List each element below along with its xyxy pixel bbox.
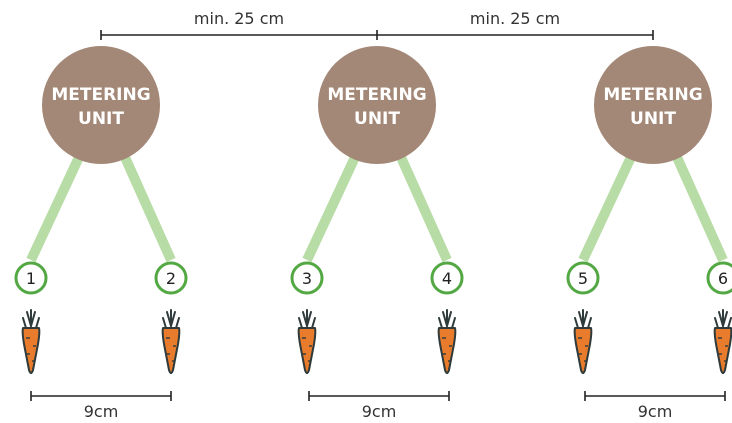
node-number: 1: [26, 269, 36, 288]
node-6: 6: [706, 261, 732, 295]
metering-unit-label-line-1: METERING: [51, 85, 150, 105]
connector-unit-1-node-1: [26, 152, 85, 263]
carrot-icon: [21, 309, 41, 374]
node-3: 3: [290, 261, 324, 295]
metering-unit-3: METERING UNIT: [594, 46, 712, 164]
connector-unit-3-node-6: [671, 152, 728, 263]
carrot-icon: [573, 309, 593, 374]
connector-unit-2-node-3: [302, 152, 361, 263]
pair-dimension-1: 9cm: [30, 391, 172, 421]
carrot-icon: [437, 309, 457, 374]
carrot-icon: [713, 309, 732, 374]
pair-dimension-2: 9cm: [308, 391, 450, 421]
pair-dimension-label: 9cm: [638, 402, 673, 421]
carrot-icon: [297, 309, 317, 374]
node-1: 1: [14, 261, 48, 295]
metering-unit-1: METERING UNIT: [42, 46, 160, 164]
metering-unit-label-line-2: UNIT: [630, 109, 676, 129]
node-number: 4: [442, 269, 452, 288]
spacing-dimension-2: min. 25 cm: [377, 9, 654, 40]
spacing-dimension-label: min. 25 cm: [194, 9, 284, 28]
node-number: 3: [302, 269, 312, 288]
metering-unit-label-line-1: METERING: [327, 85, 426, 105]
node-2: 2: [154, 261, 188, 295]
node-5: 5: [566, 261, 600, 295]
connector-unit-2-node-4: [395, 152, 452, 263]
pair-dimension-label: 9cm: [362, 402, 397, 421]
connectors: [26, 152, 728, 263]
metering-unit-label-line-2: UNIT: [354, 109, 400, 129]
node-number: 2: [166, 269, 176, 288]
pair-dimension-label: 9cm: [84, 402, 119, 421]
node-number: 6: [718, 269, 728, 288]
node-number: 5: [578, 269, 588, 288]
connector-unit-1-node-2: [119, 152, 176, 263]
connector-unit-3-node-5: [578, 152, 637, 263]
carrot-icon: [161, 309, 181, 374]
metering-unit-label-line-2: UNIT: [78, 109, 124, 129]
spacing-dimension-label: min. 25 cm: [470, 9, 560, 28]
metering-unit-2: METERING UNIT: [318, 46, 436, 164]
spacing-dimension-1: min. 25 cm: [100, 9, 378, 40]
node-4: 4: [430, 261, 464, 295]
metering-unit-label-line-1: METERING: [603, 85, 702, 105]
pair-dimension-3: 9cm: [584, 391, 726, 421]
